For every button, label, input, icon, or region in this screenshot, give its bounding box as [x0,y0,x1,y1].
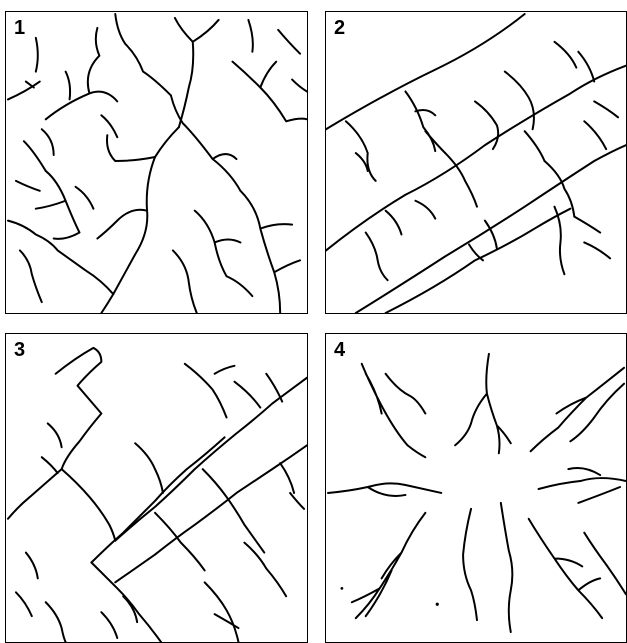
panel-2-label: 2 [334,18,345,38]
panel-3-label: 3 [14,340,25,360]
radial-network [326,334,626,642]
panel-4-label: 4 [334,340,345,360]
panel-2-trellis-drainage: 2 [325,11,627,314]
panel-4-radial-drainage: 4 [325,333,627,643]
dendritic-network [6,12,307,313]
rectangular-network [6,334,307,642]
panel-1-label: 1 [14,18,25,38]
trellis-network [326,12,626,313]
panel-1-dendritic-drainage: 1 [5,11,308,314]
panel-3-rectangular-drainage: 3 [5,333,308,643]
